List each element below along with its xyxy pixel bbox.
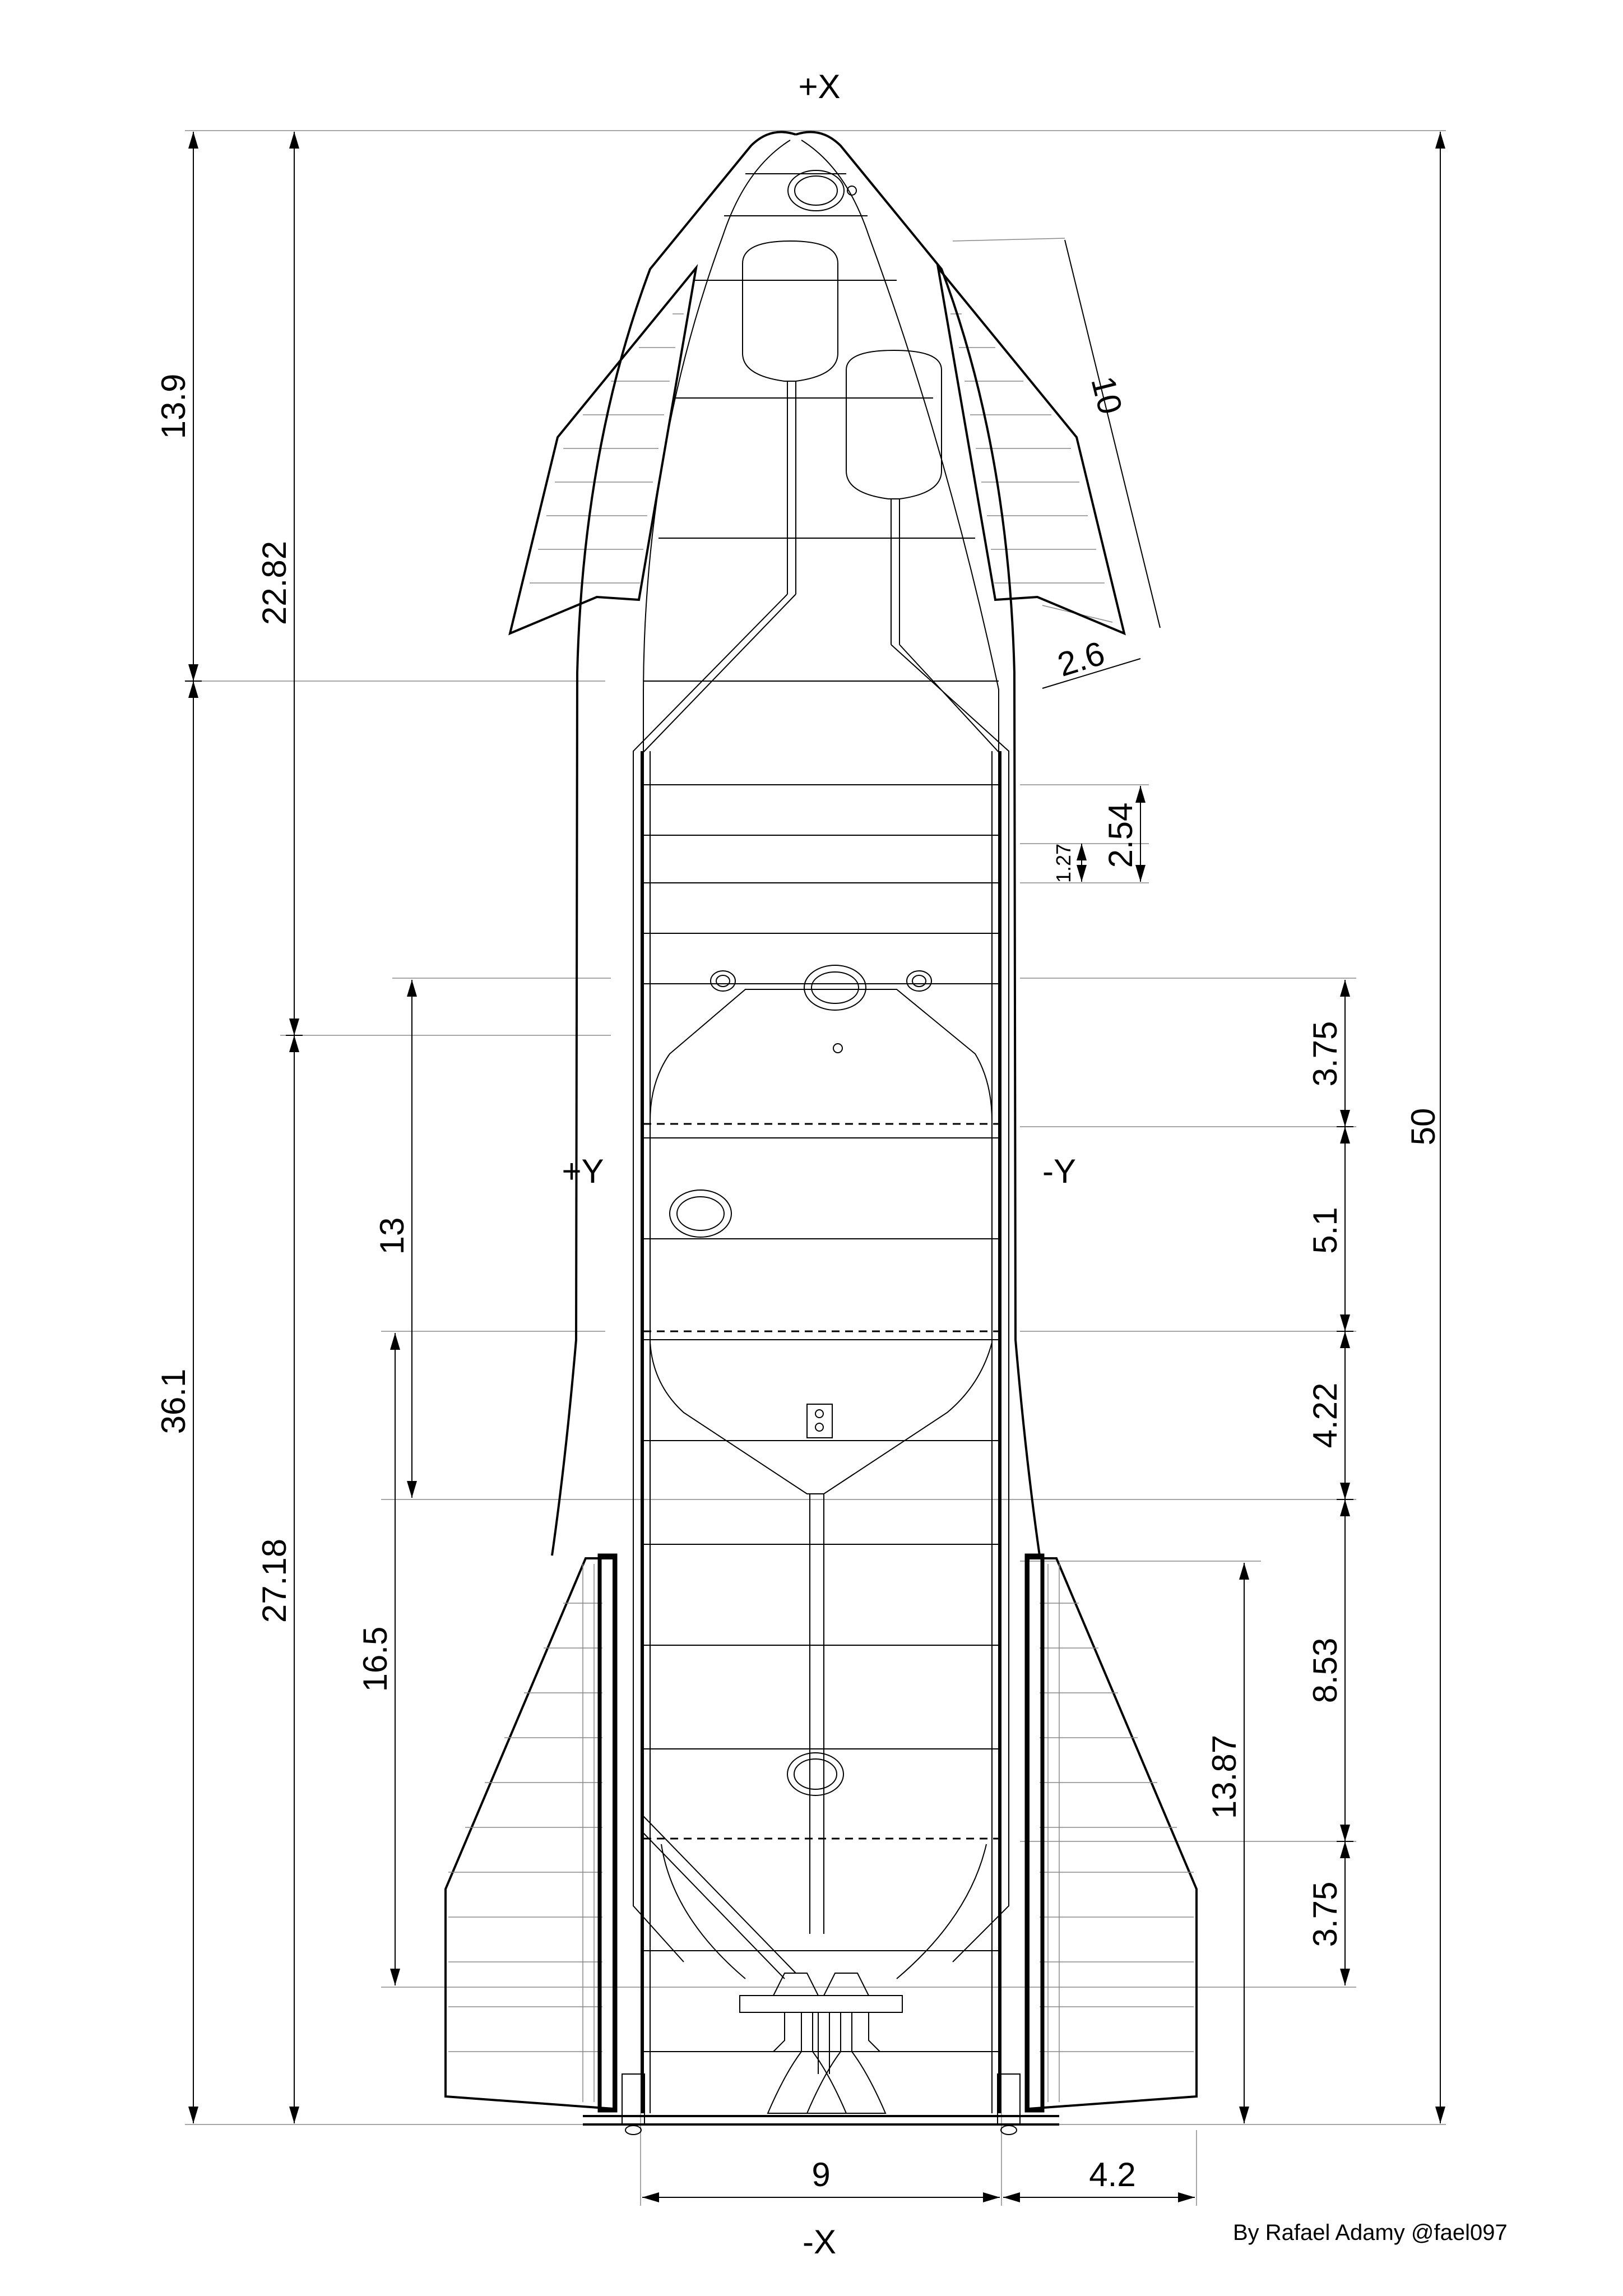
aft-flap-right xyxy=(1024,1553,1198,2113)
dim-seg-d: 8.53 xyxy=(1306,1638,1344,1704)
dimension-labels: 13.9 36.1 22.82 27.18 13 16.5 50 3.75 5.… xyxy=(155,373,1442,2193)
dim-tank-span: 13 xyxy=(373,1218,411,1255)
dim-ring-pitch: 2.54 xyxy=(1102,803,1139,868)
dim-seg-e: 3.75 xyxy=(1306,1882,1344,1947)
aft-flap-left xyxy=(444,1553,618,2113)
dim-aft-flap-height: 13.87 xyxy=(1205,1735,1243,1819)
hull-outline xyxy=(551,131,1059,2135)
dim-upper-to-tank: 22.82 xyxy=(256,541,293,625)
dim-forward-flap-width: 2.6 xyxy=(1053,634,1109,683)
tank-dashed-lines xyxy=(643,1123,999,1840)
dim-seg-a: 3.75 xyxy=(1306,1021,1344,1087)
dim-forward-flap-length: 10 xyxy=(1084,373,1129,418)
dim-total-height: 50 xyxy=(1404,1108,1442,1146)
author-credit: By Rafael Adamy @fael097 xyxy=(1233,2220,1508,2245)
axis-labels: +X -X +Y -Y xyxy=(562,68,1076,2261)
main-tank xyxy=(650,989,993,1979)
dim-aft-flap-width: 4.2 xyxy=(1089,2156,1135,2193)
dim-seg-c: 4.22 xyxy=(1306,1383,1344,1448)
forward-flap-right xyxy=(936,263,1126,636)
axis-bottom-label: -X xyxy=(803,2223,836,2261)
raptor-engines xyxy=(739,1973,903,2114)
header-tanks xyxy=(742,240,942,645)
forward-flap-left xyxy=(508,263,698,636)
ring-frames xyxy=(643,173,999,2052)
hatches xyxy=(669,170,932,1796)
dim-lower-body-height: 36.1 xyxy=(155,1369,192,1434)
extension-lines xyxy=(185,130,1446,2206)
axis-right-label: -Y xyxy=(1042,1152,1076,1190)
axis-top-label: +X xyxy=(798,68,840,105)
plumbing-lines xyxy=(633,594,1009,1979)
dim-diameter: 9 xyxy=(812,2156,830,2193)
axis-left-label: +Y xyxy=(562,1152,604,1190)
dim-flap-base-span: 16.5 xyxy=(356,1627,394,1692)
arrow-heads xyxy=(188,132,1445,2202)
dim-seg-b: 5.1 xyxy=(1306,1207,1344,1253)
dim-lower-to-tank: 27.18 xyxy=(256,1539,293,1623)
dim-nose-height: 13.9 xyxy=(155,374,192,439)
dim-ring-half: 1.27 xyxy=(1052,844,1075,883)
dimension-lines xyxy=(185,132,1441,2198)
